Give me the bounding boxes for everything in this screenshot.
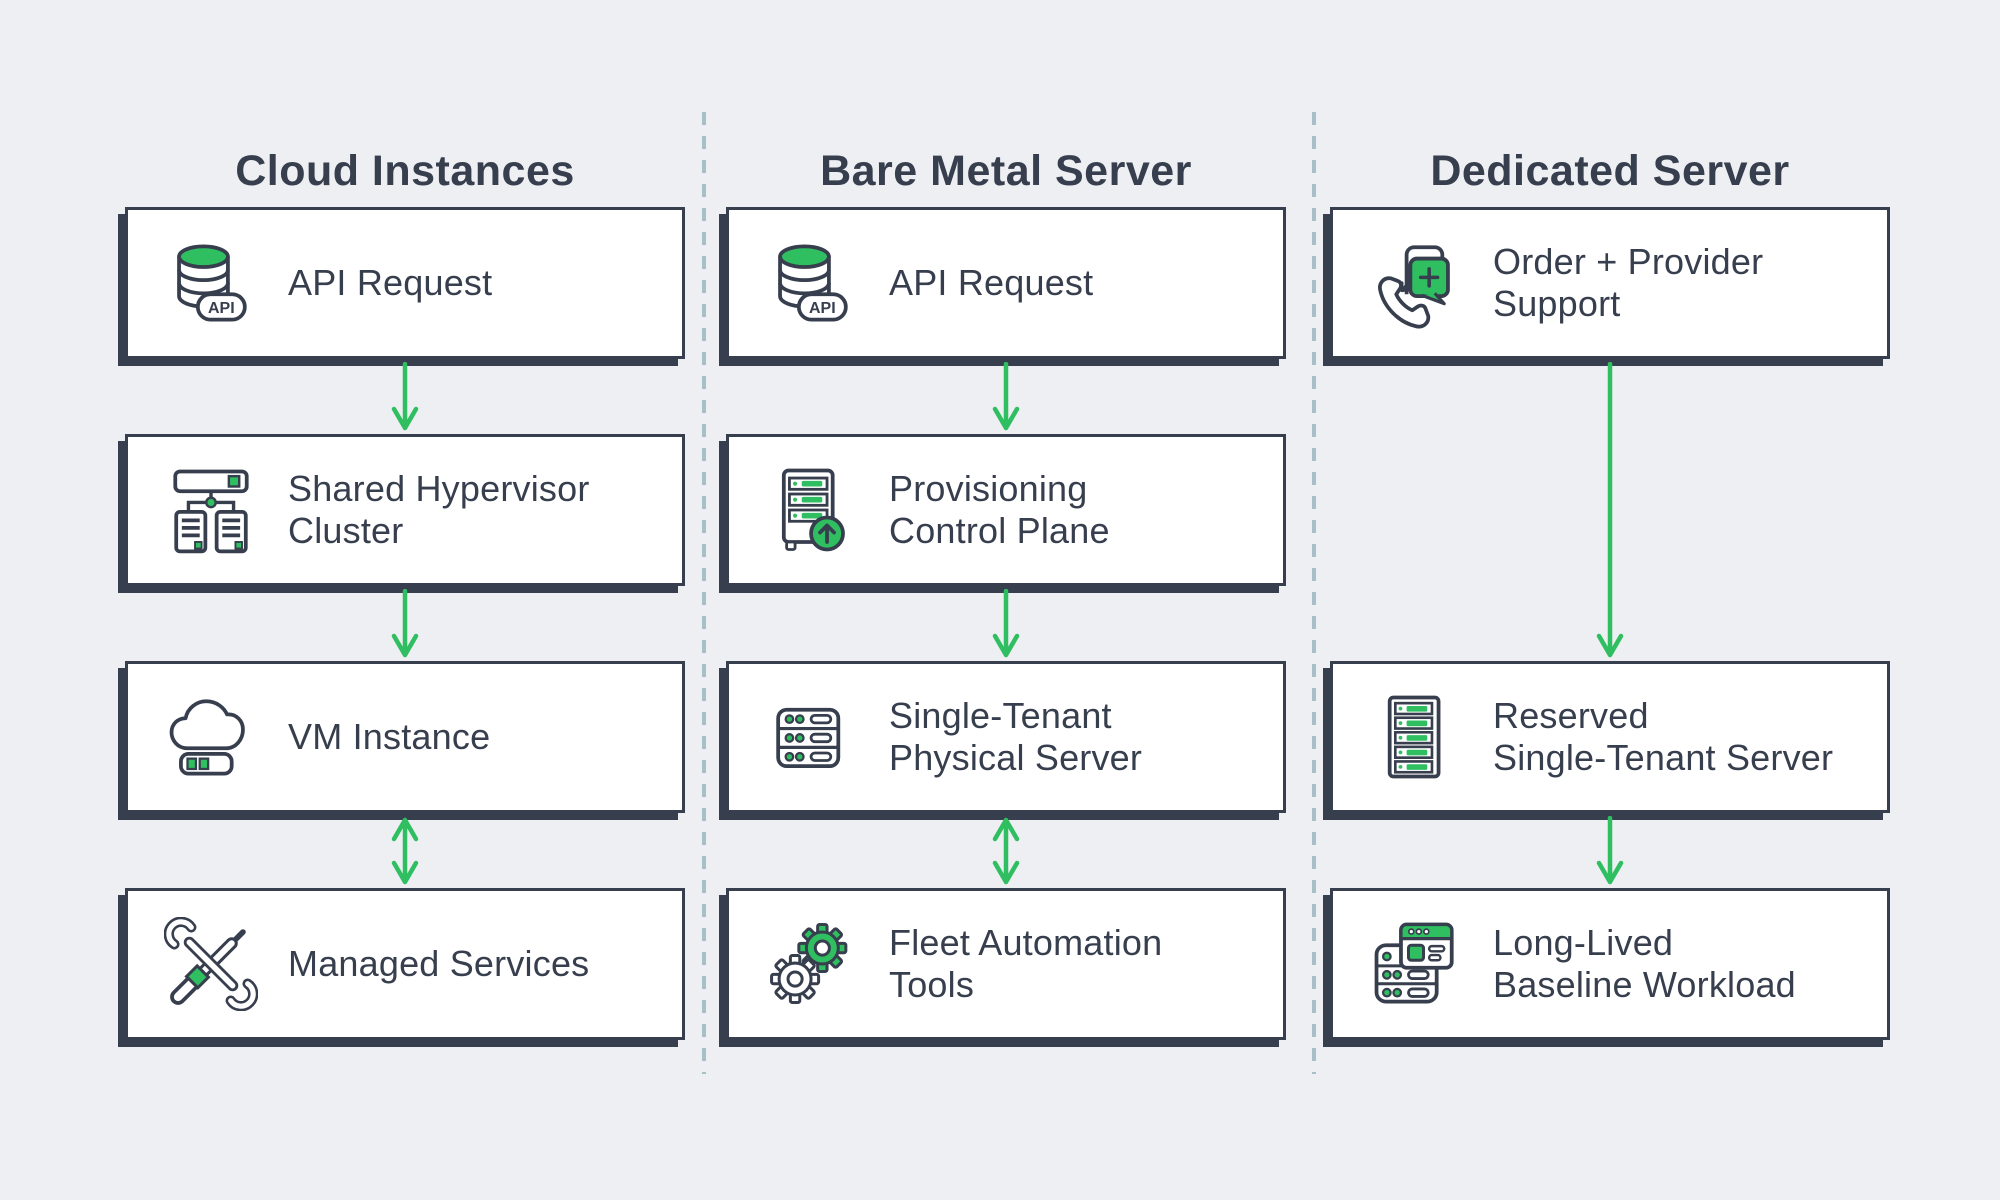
hypervisor-cluster-icon xyxy=(164,463,258,557)
node-vm-instance: VM Instance xyxy=(125,661,685,813)
flow-arrow-down xyxy=(984,589,1028,659)
node-api-request: API Request xyxy=(125,207,685,359)
node-label: Shared Hypervisor Cluster xyxy=(288,468,590,552)
gears-icon xyxy=(765,917,859,1011)
column-title-bare-metal-server: Bare Metal Server xyxy=(726,147,1286,196)
column-title-dedicated-server: Dedicated Server xyxy=(1330,147,1890,196)
flow-arrow-down xyxy=(1588,816,1632,886)
node-single-tenant-physical-server: Single-Tenant Physical Server xyxy=(726,661,1286,813)
node-managed-services: Managed Services xyxy=(125,888,685,1040)
node-fleet-automation-tools: Fleet Automation Tools xyxy=(726,888,1286,1040)
column-separator-line xyxy=(1312,112,1316,1074)
flow-arrow-down xyxy=(383,589,427,659)
node-label: VM Instance xyxy=(288,716,490,758)
node-label: Single-Tenant Physical Server xyxy=(889,695,1142,779)
cloud-vm-icon xyxy=(164,690,258,784)
phone-order-icon xyxy=(1369,236,1463,330)
node-label: Reserved Single-Tenant Server xyxy=(1493,695,1833,779)
flow-arrow-down xyxy=(383,362,427,432)
database-api-icon xyxy=(164,236,258,330)
server-rack-icon xyxy=(765,690,859,784)
database-api-icon xyxy=(765,236,859,330)
provisioning-tower-icon xyxy=(765,463,859,557)
column-separator-line xyxy=(702,112,706,1074)
node-order-provider-support: Order + Provider Support xyxy=(1330,207,1890,359)
node-shared-hypervisor-cluster: Shared Hypervisor Cluster xyxy=(125,434,685,586)
node-label: Order + Provider Support xyxy=(1493,241,1763,325)
flow-arrow-bidirectional xyxy=(984,816,1028,886)
flow-arrow-down-long xyxy=(1588,362,1632,659)
node-provisioning-control-plane: Provisioning Control Plane xyxy=(726,434,1286,586)
node-label: Long-Lived Baseline Workload xyxy=(1493,922,1796,1006)
flow-arrow-bidirectional xyxy=(383,816,427,886)
column-title-cloud-instances: Cloud Instances xyxy=(125,147,685,196)
flow-arrow-down xyxy=(984,362,1028,432)
node-long-lived-baseline-workload: Long-Lived Baseline Workload xyxy=(1330,888,1890,1040)
node-api-request: API Request xyxy=(726,207,1286,359)
node-label: Managed Services xyxy=(288,943,589,985)
crossed-tools-icon xyxy=(164,917,258,1011)
node-label: API Request xyxy=(288,262,492,304)
node-label: API Request xyxy=(889,262,1093,304)
workload-window-icon xyxy=(1369,917,1463,1011)
node-label: Provisioning Control Plane xyxy=(889,468,1110,552)
node-reserved-single-tenant-server: Reserved Single-Tenant Server xyxy=(1330,661,1890,813)
tall-rack-icon xyxy=(1369,690,1463,784)
node-label: Fleet Automation Tools xyxy=(889,922,1162,1006)
